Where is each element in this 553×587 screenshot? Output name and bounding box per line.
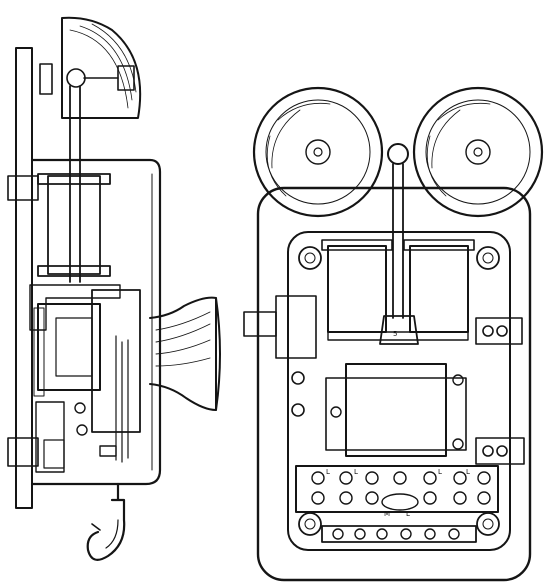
front-view: 5 xyxy=(243,86,544,582)
terminal-mark-6: L xyxy=(406,510,410,518)
terminal-mark-4: L xyxy=(466,468,470,476)
terminal-mark-1: L xyxy=(326,468,330,476)
terminal-mark-3: L xyxy=(438,468,442,476)
side-view xyxy=(7,16,221,561)
side-terminal-cluster xyxy=(35,401,65,473)
side-hatched-strip xyxy=(33,307,45,397)
side-bell-nut-right xyxy=(117,65,135,91)
front-bell-right xyxy=(412,86,544,218)
terminal-mark-5: M xyxy=(384,510,390,518)
side-bell-screw-left xyxy=(39,63,53,95)
front-transformer-frame xyxy=(325,377,467,451)
front-base-plate xyxy=(256,186,532,582)
front-bottom-strip-screws xyxy=(332,528,460,540)
front-terminal-marks: L L L L M L xyxy=(326,468,470,518)
side-mouthpiece-horn xyxy=(149,296,217,411)
side-bracket-hatched xyxy=(29,284,121,331)
side-fixing-screw-upper xyxy=(7,175,39,201)
front-side-bracket-left xyxy=(243,295,317,359)
front-terminal-screws xyxy=(311,471,491,511)
front-bottom-strip xyxy=(321,525,477,543)
front-terminal-board xyxy=(295,465,499,513)
terminal-mark-2: L xyxy=(354,468,358,476)
front-bell-left xyxy=(252,86,384,218)
front-clapper-rod xyxy=(392,163,404,319)
side-bell-dome xyxy=(61,16,142,119)
front-inner-plate xyxy=(287,231,511,551)
side-fixing-screw-lower xyxy=(7,437,39,467)
front-coil-left xyxy=(327,245,387,333)
front-clapper-ball xyxy=(387,143,409,165)
front-coil-right xyxy=(409,245,469,333)
side-transformer-block xyxy=(37,303,101,391)
side-backboard xyxy=(15,47,33,509)
front-side-bracket-right xyxy=(475,317,525,465)
side-case xyxy=(30,158,162,486)
side-hook xyxy=(86,482,126,561)
front-armature xyxy=(379,315,419,345)
front-armature-mark: 5 xyxy=(393,330,397,338)
side-electromagnet-coil xyxy=(47,175,101,275)
front-transformer-core xyxy=(345,363,447,457)
